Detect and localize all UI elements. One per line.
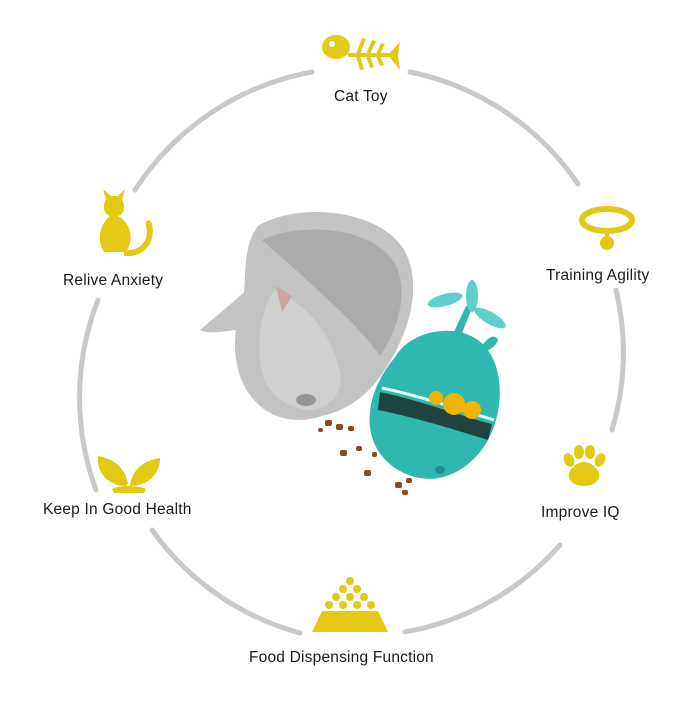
label-improve-iq: Improve IQ bbox=[541, 504, 620, 521]
label-relive-anxiety: Relive Anxiety bbox=[63, 272, 164, 289]
ring bbox=[77, 69, 626, 636]
cat-with-toy-illustration bbox=[200, 212, 506, 495]
fish-bone-icon bbox=[322, 35, 400, 70]
treat-toy bbox=[369, 280, 506, 479]
label-cat-toy: Cat Toy bbox=[334, 88, 388, 105]
collar-icon bbox=[579, 206, 635, 250]
label-training-agility: Training Agility bbox=[546, 267, 650, 284]
kibble bbox=[318, 420, 412, 495]
cat-silhouette-icon bbox=[99, 189, 153, 257]
label-keep-in-good-health: Keep In Good Health bbox=[43, 501, 192, 518]
label-food-dispensing-function: Food Dispensing Function bbox=[249, 649, 434, 666]
leaf-icon bbox=[97, 456, 160, 493]
paw-icon bbox=[563, 445, 606, 486]
food-bowl-icon bbox=[312, 577, 388, 632]
